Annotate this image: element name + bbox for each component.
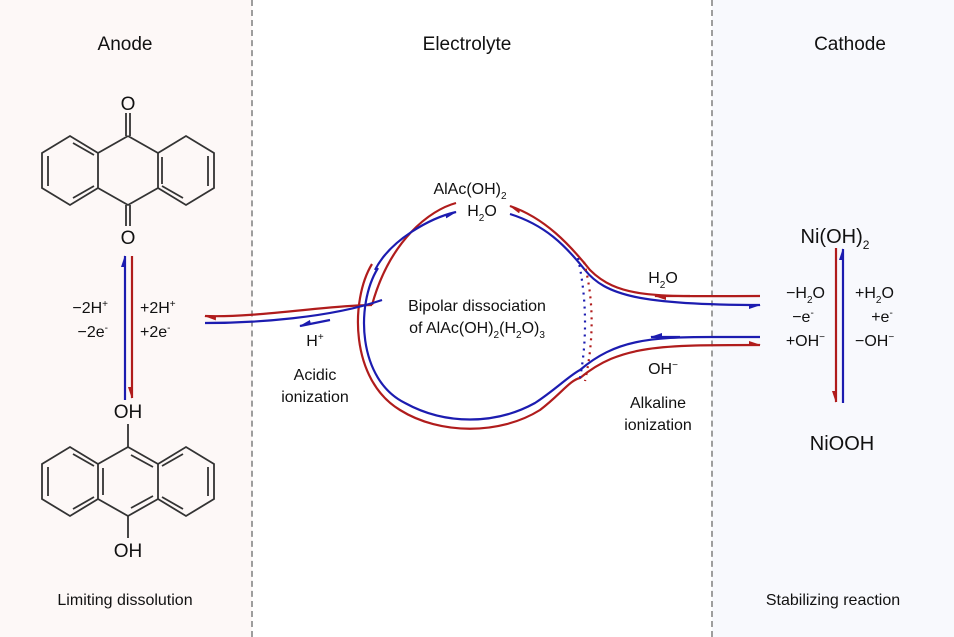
anthraquinone-structure [41, 113, 215, 226]
loop-red-upper-right [509, 204, 761, 298]
loop-red-lower [356, 263, 761, 430]
cathode-right-label-3: −OH− [855, 332, 894, 350]
anthraquinone-bottom-oxygen: O [121, 228, 136, 249]
nickel-hydroxide-label: Ni(OH)2 [801, 226, 870, 252]
water-to-cathode-arrow [509, 212, 761, 309]
cathode-right-label-1: +H2O [855, 285, 894, 306]
dotted-link-blue [576, 257, 587, 379]
dihydroxyanthracene-structure [41, 424, 215, 538]
hydroxide-label: OH− [648, 360, 678, 378]
acidic-label-line2: ionization [281, 389, 349, 406]
cathode-panel [712, 0, 954, 637]
anode-left-label-1: −2H+ [72, 299, 108, 317]
hydroquinone-top-oh: OH [114, 402, 143, 423]
loop-blue-lower [363, 267, 713, 421]
anode-right-label-1: +2H+ [140, 299, 176, 317]
alkaline-label-line1: Alkaline [630, 395, 686, 412]
cathode-footer: Stabilizing reaction [766, 592, 900, 609]
divider-anode-electrolyte [251, 0, 253, 637]
cathode-right-label-2: +e- [871, 308, 893, 326]
anode-title: Anode [98, 34, 153, 55]
dotted-link-red [582, 261, 593, 382]
anode-left-label-2: −2e- [78, 323, 108, 341]
top-water-label: H2O [467, 203, 497, 224]
loop-blue-left [204, 298, 383, 325]
proton-to-anode-arrow [204, 303, 373, 321]
h-plus-release-arrow [299, 318, 331, 328]
electrolyte-title: Electrolyte [423, 34, 512, 55]
hydroquinone-bottom-oh: OH [114, 541, 143, 562]
bipolar-title-line2: of AlAc(OH)2(H2O)3 [409, 320, 545, 341]
anthraquinone-top-oxygen: O [121, 94, 136, 115]
cathode-left-label-2: −e- [792, 308, 814, 326]
bipolar-title-line1: Bipolar dissociation [408, 298, 546, 315]
alac-oh2-label: AlAc(OH)2 [433, 181, 507, 202]
cathode-title: Cathode [814, 34, 886, 55]
cathode-left-label-1: −H2O [786, 285, 825, 306]
cathode-left-label-3: +OH− [786, 332, 825, 350]
anode-right-label-2: +2e- [140, 323, 170, 341]
electrolyte-panel [252, 0, 712, 637]
h-plus-label: H+ [306, 332, 324, 350]
acidic-label-line1: Acidic [294, 367, 337, 384]
nickel-oxyhydroxide-label: NiOOH [810, 433, 874, 455]
loop-blue-upper-left [374, 210, 457, 271]
divider-electrolyte-cathode [711, 0, 713, 637]
alkaline-label-line2: ionization [624, 417, 692, 434]
water-label: H2O [648, 270, 678, 291]
anode-footer: Limiting dissolution [57, 592, 192, 609]
